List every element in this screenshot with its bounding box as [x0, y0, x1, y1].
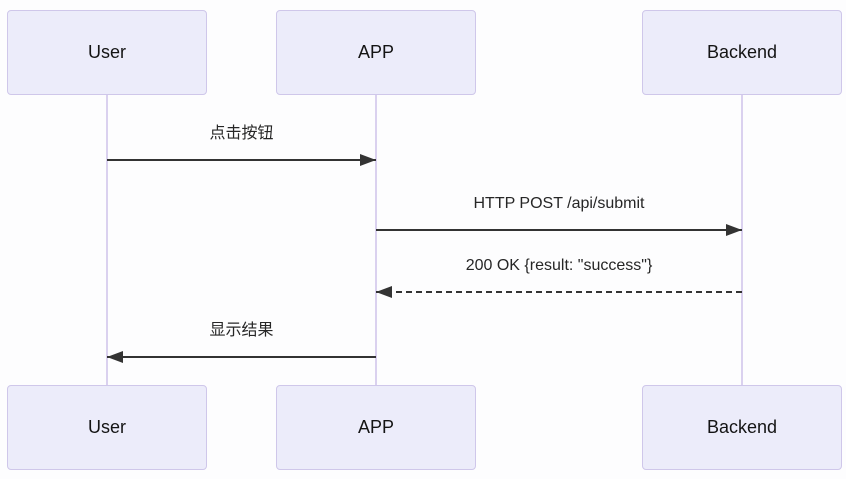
actor-box-app-bottom: APP [276, 385, 476, 470]
message-label: 200 OK {result: "success"} [465, 257, 653, 274]
actor-label-backend: Backend [706, 417, 778, 437]
message-line [107, 356, 376, 358]
message-label: 显示结果 [209, 322, 274, 339]
message-label: HTTP POST /api/submit [473, 195, 645, 212]
actor-box-backend-bottom: Backend [642, 385, 842, 470]
actor-box-app-top: APP [276, 10, 476, 95]
actor-label-app: APP [357, 42, 395, 62]
actor-box-user-top: User [7, 10, 207, 95]
arrowhead-left-icon [376, 286, 392, 298]
message-line [107, 159, 376, 161]
actor-label-backend: Backend [706, 42, 778, 62]
actor-box-backend-top: Backend [642, 10, 842, 95]
message-label: 点击按钮 [209, 125, 274, 142]
message-line-dashed [376, 291, 742, 293]
arrowhead-left-icon [107, 351, 123, 363]
actor-label-user: User [87, 42, 126, 62]
message-click-button: 点击按钮 [107, 121, 376, 166]
lifeline-user [106, 95, 108, 385]
arrowhead-right-icon [726, 224, 742, 236]
message-http-post: HTTP POST /api/submit [376, 191, 742, 236]
message-line [376, 229, 742, 231]
message-show-result: 显示结果 [107, 318, 376, 363]
actor-box-user-bottom: User [7, 385, 207, 470]
actor-label-user: User [87, 417, 126, 437]
lifeline-backend [741, 95, 743, 385]
message-200-ok: 200 OK {result: "success"} [376, 253, 742, 298]
actor-label-app: APP [357, 417, 395, 437]
lifeline-app [375, 95, 377, 385]
arrowhead-right-icon [360, 154, 376, 166]
